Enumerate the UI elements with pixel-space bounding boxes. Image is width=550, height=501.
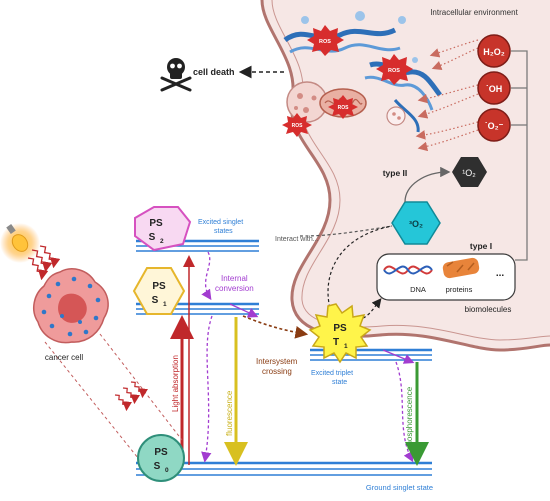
zoom-lines [44,333,183,459]
cancer-cell-label: cancer cell [45,353,83,362]
ps-t1-state: T [333,337,339,348]
ps-s0-index: 0 [165,467,169,474]
ros-attack-arrows [415,39,479,152]
t1-vib-arrow [382,349,415,364]
isc-label-2: crossing [262,367,292,376]
interact-arc [299,225,393,237]
absorption-label: Light absorption [171,355,180,412]
internal-conversion-arrow [201,251,212,301]
biomolecules-label: biomolecules [465,305,512,314]
ros-stars [282,25,413,137]
proteins-icon [442,257,480,279]
ros-label-1: ROS [319,39,331,45]
ps-s2-state: S [149,232,156,243]
ground-state-caption: Ground singlet state [366,483,433,492]
biomolecules-box [376,253,516,301]
ps-s1-name: PS [152,281,166,292]
ps-s2-name: PS [149,218,163,229]
singlet-oxygen-node [452,157,487,187]
internal-conversion-label-2: conversion [215,284,254,293]
ps-s0-state: S [154,461,161,472]
type-i-label: type I [470,241,492,251]
ps-s2-node [134,206,192,252]
isc-label-1: Intersystem [256,357,298,366]
h2o2-label: H₂O₂ [483,47,505,57]
skull-icon [160,58,192,92]
triplet-oxygen-node [391,201,441,245]
dna-label: DNA [410,285,426,294]
excited-singlet-caption-2: states [214,228,233,235]
proteins-label: proteins [446,285,473,294]
s1-relax-arrow [201,315,213,463]
ps-s2-index: 2 [160,238,164,245]
phosphorescence-label: phosphorescence [405,386,414,450]
ps-t1-index: 1 [344,343,348,350]
ros-label-3: ROS [338,105,350,111]
ros-label-4: ROS [292,123,304,129]
lamp-icon [0,223,40,263]
superoxide-label: ˙O₂⁻ [485,121,504,131]
singlet-oxygen-label: ¹O₂ [462,168,476,178]
ros-label-2: ROS [388,68,400,74]
internal-conversion-label-1: Internal [221,274,248,283]
ps-s0-node [137,434,185,482]
type-ii-label: type II [383,168,408,178]
s1-vib-arrow [229,303,259,318]
type-ii-arrow [404,166,451,203]
isc-arrow [242,315,309,339]
cell-death-label: cell death [193,67,235,77]
dna-icon [383,265,433,275]
excited-singlet-caption-1: Excited singlet [198,219,243,226]
ps-s1-index: 1 [163,301,167,308]
environment-title: Intracellular environment [430,8,518,17]
ps-s1-node [132,267,186,315]
cancer-cell-icon [32,268,109,344]
ps-t1-name: PS [333,323,347,334]
triplet-oxygen-label: ³O₂ [409,219,423,229]
ps-s1-state: S [152,295,159,306]
ps-t1-node [308,303,372,364]
s0-light-rays [114,381,148,412]
excited-triplet-caption-2: state [332,379,347,386]
ps-s0-name: PS [154,447,168,458]
oh-label: ˙OH [486,84,503,94]
interact-label: Interact with... [275,236,319,243]
fluorescence-label: fluorescence [225,390,234,436]
excited-triplet-caption-1: Excited triplet [311,370,353,377]
ellipsis-label: ... [496,268,505,279]
ros-species-group [477,34,528,261]
light-rays [27,245,61,281]
